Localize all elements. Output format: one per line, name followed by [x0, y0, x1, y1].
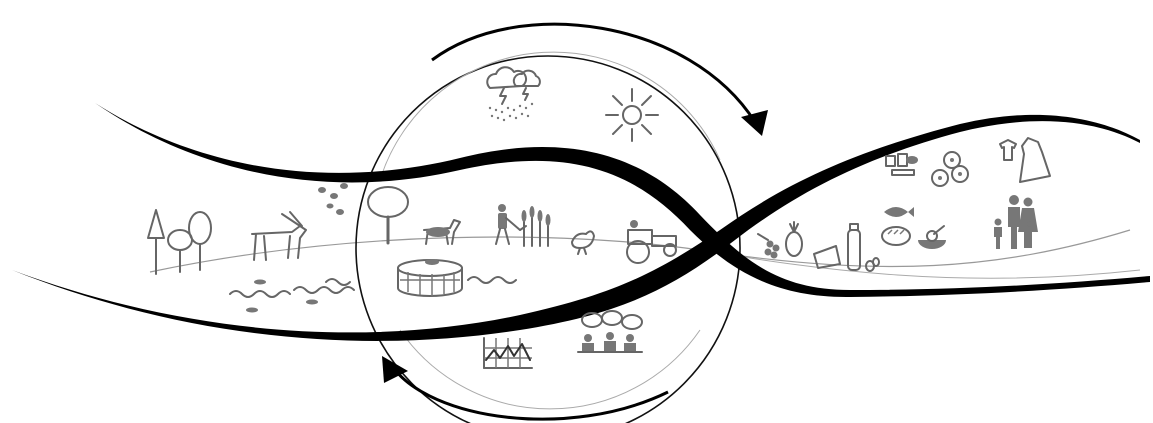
upper-ribbon — [95, 103, 1150, 297]
cycle-arrow-top — [432, 24, 755, 122]
clothing-icon — [1000, 138, 1050, 182]
chicken-icon — [572, 231, 594, 254]
fish-icon — [884, 207, 914, 217]
tractor-icon — [627, 220, 676, 263]
goat-icon — [424, 220, 460, 244]
family-icon — [994, 195, 1038, 249]
cycle-arrow-top-head — [741, 110, 768, 136]
bees-icon — [318, 183, 348, 215]
meeting-icon — [578, 311, 642, 352]
fish-waves-icon — [230, 279, 354, 313]
logs-icon — [932, 152, 968, 186]
fish-farm-icon — [398, 259, 516, 296]
tree-icon — [368, 187, 408, 243]
food-jars-icon — [886, 154, 918, 175]
farmer-hoeing-icon — [496, 204, 526, 244]
storm-cloud-icon — [487, 67, 540, 121]
bread-bowl-icon — [882, 226, 946, 249]
market-chart-icon — [484, 338, 532, 368]
forest-icon — [148, 210, 211, 274]
sun-icon — [606, 89, 658, 141]
ground-line — [150, 230, 1130, 272]
fruit-icon — [758, 222, 802, 259]
